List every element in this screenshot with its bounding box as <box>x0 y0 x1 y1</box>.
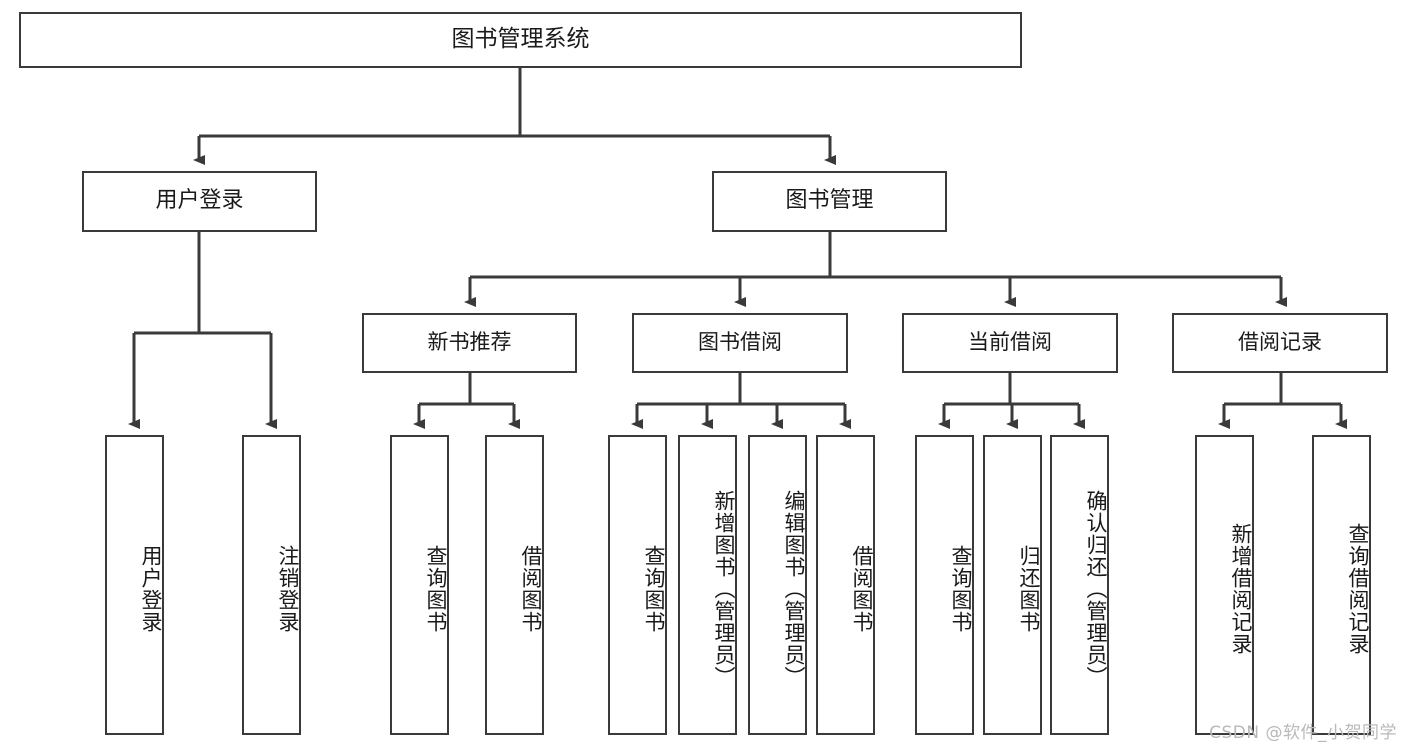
node-label: 借阅图书 <box>519 545 543 633</box>
node-label: 新增借阅记录 <box>1229 523 1253 655</box>
node-new-book-recommend[interactable]: 新书推荐 <box>362 313 577 373</box>
leaf-query-book-current[interactable]: 查询图书 <box>915 435 974 735</box>
leaf-borrow-book-recommend[interactable]: 借阅图书 <box>485 435 544 735</box>
leaf-borrow-book[interactable]: 借阅图书 <box>816 435 875 735</box>
node-label: 查询图书 <box>949 545 973 633</box>
node-label: 用户登录 <box>155 188 244 214</box>
leaf-add-book[interactable]: 新增图书（管理员） <box>678 435 737 735</box>
node-label: 查询图书 <box>424 545 448 633</box>
node-label: 当前借阅 <box>968 330 1052 355</box>
node-book-borrow[interactable]: 图书借阅 <box>632 313 848 373</box>
node-label: 编辑图书（管理员） <box>782 490 806 688</box>
node-label: 图书借阅 <box>698 330 782 355</box>
leaf-add-borrow-record[interactable]: 新增借阅记录 <box>1195 435 1254 735</box>
node-label: 新增图书（管理员） <box>712 490 736 688</box>
node-label: 用户登录 <box>139 545 163 633</box>
leaf-logout[interactable]: 注销登录 <box>242 435 301 735</box>
node-label: 图书管理 <box>785 188 874 214</box>
node-borrow-record[interactable]: 借阅记录 <box>1172 313 1388 373</box>
leaf-confirm-return[interactable]: 确认归还（管理员） <box>1050 435 1109 735</box>
node-book-manage[interactable]: 图书管理 <box>712 171 947 232</box>
node-label: 新书推荐 <box>427 330 512 355</box>
leaf-return-book[interactable]: 归还图书 <box>983 435 1042 735</box>
node-label: 查询图书 <box>642 545 666 633</box>
leaf-query-book-borrow[interactable]: 查询图书 <box>608 435 667 735</box>
node-label: 确认归还（管理员） <box>1084 490 1108 688</box>
watermark: CSDN @软件_小贺同学 <box>1209 723 1397 743</box>
node-user-login[interactable]: 用户登录 <box>82 171 317 232</box>
node-root-system[interactable]: 图书管理系统 <box>19 12 1022 68</box>
node-label: 图书管理系统 <box>451 26 590 53</box>
leaf-query-book-recommend[interactable]: 查询图书 <box>390 435 449 735</box>
leaf-edit-book[interactable]: 编辑图书（管理员） <box>748 435 807 735</box>
node-label: 注销登录 <box>276 545 300 633</box>
node-label: 查询借阅记录 <box>1346 523 1370 655</box>
node-current-borrow[interactable]: 当前借阅 <box>902 313 1118 373</box>
node-label: 借阅图书 <box>850 545 874 633</box>
node-label: 借阅记录 <box>1238 330 1322 355</box>
node-label: 归还图书 <box>1017 545 1041 633</box>
leaf-user-login[interactable]: 用户登录 <box>105 435 164 735</box>
leaf-query-borrow-record[interactable]: 查询借阅记录 <box>1312 435 1371 735</box>
